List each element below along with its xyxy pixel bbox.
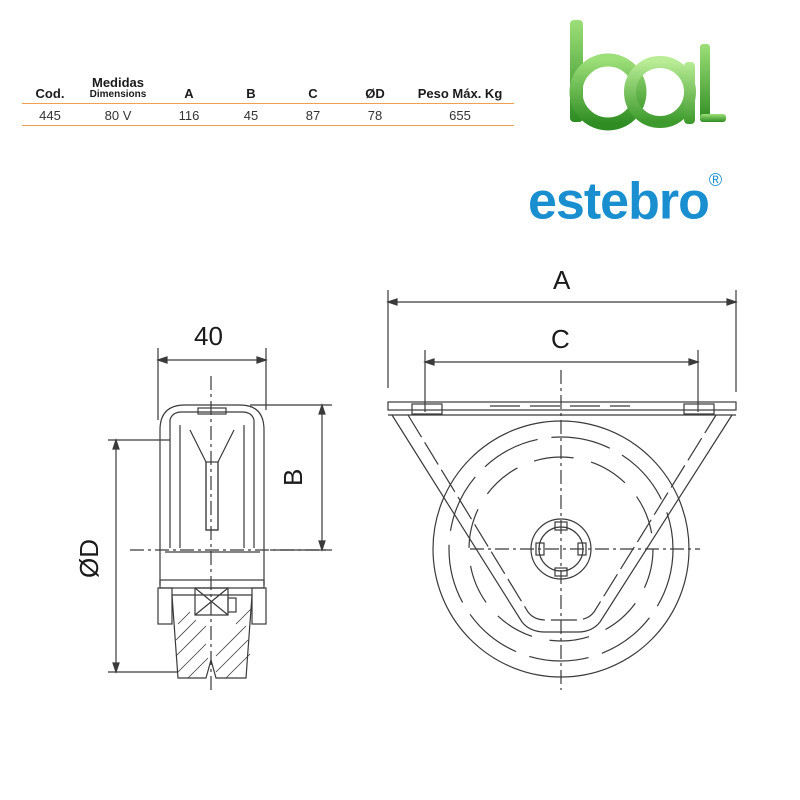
header-c: C xyxy=(282,76,344,104)
logo-b-bowl xyxy=(569,53,647,131)
cell-medidas: 80 V xyxy=(78,103,158,126)
spec-row: 445 80 V 116 45 87 78 655 xyxy=(22,103,514,126)
logo-l-foot xyxy=(700,114,726,122)
cell-c: 87 xyxy=(282,103,344,126)
front-view xyxy=(386,290,738,690)
wheel-hub xyxy=(530,518,592,580)
brand-wordmark: estebro® xyxy=(528,170,722,231)
side-view xyxy=(108,348,332,690)
header-a: A xyxy=(158,76,220,104)
label-b: B xyxy=(278,469,308,486)
cell-cod: 445 xyxy=(22,103,78,126)
bal-logo xyxy=(569,20,726,131)
logo-a-stem xyxy=(684,62,695,124)
header-peso: Peso Máx. Kg xyxy=(406,76,514,104)
wheel-groove xyxy=(448,436,674,662)
wheel-outer xyxy=(432,420,690,678)
header-diameter: ØD xyxy=(344,76,406,104)
cell-b: 45 xyxy=(220,103,282,126)
logo-l-stem xyxy=(700,44,710,122)
header-cod: Cod. xyxy=(22,76,78,104)
label-c: C xyxy=(551,324,570,354)
label-40: 40 xyxy=(194,321,223,351)
registered-mark: ® xyxy=(708,170,722,190)
label-a: A xyxy=(553,265,571,295)
cell-a: 116 xyxy=(158,103,220,126)
cell-peso: 655 xyxy=(406,103,514,126)
header-b: B xyxy=(220,76,282,104)
cell-diameter: 78 xyxy=(344,103,406,126)
label-diameter: ØD xyxy=(74,539,104,578)
